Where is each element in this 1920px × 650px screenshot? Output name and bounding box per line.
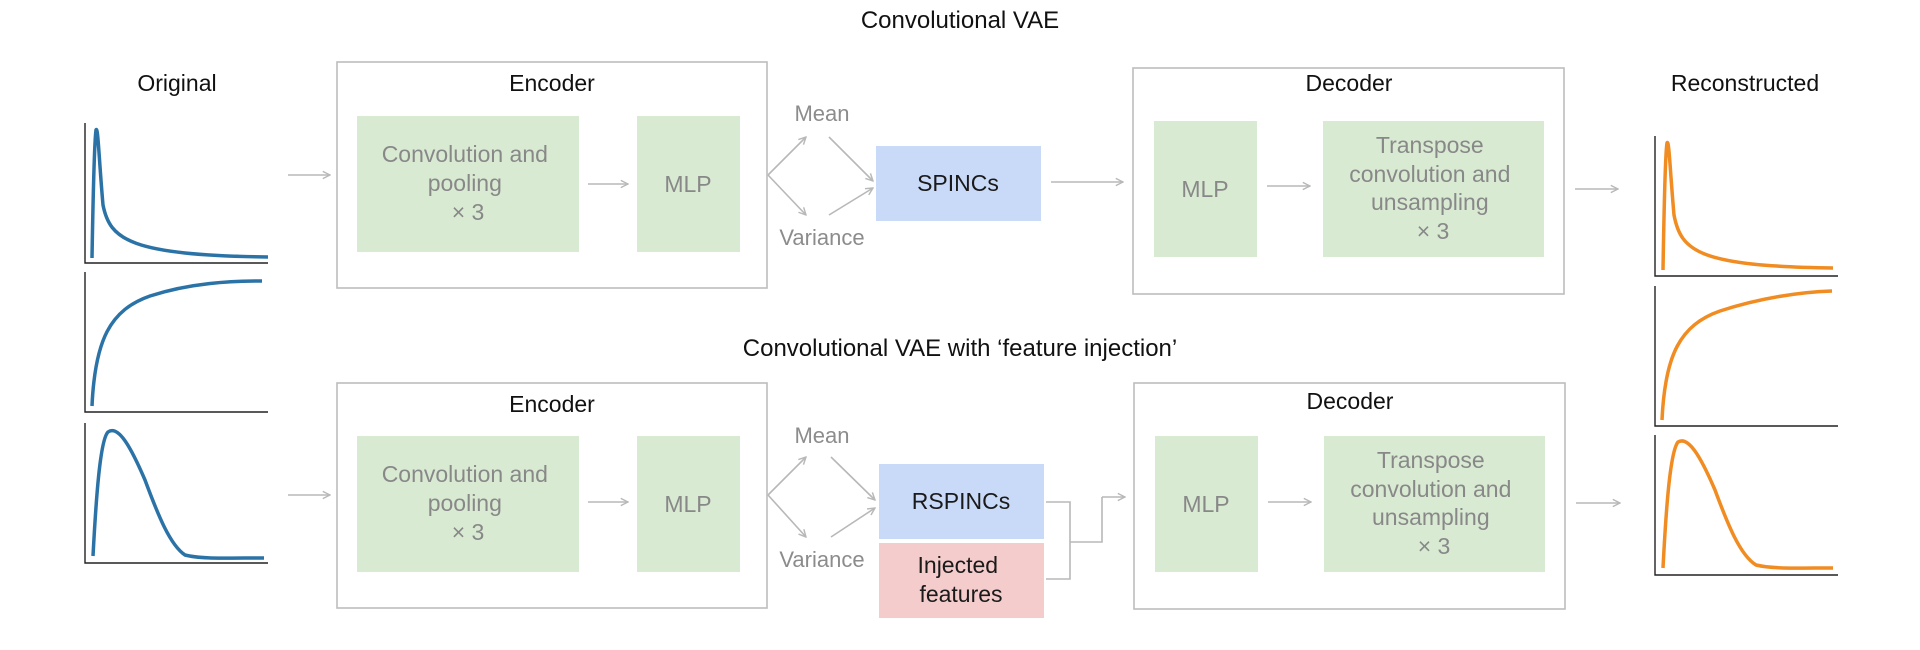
decoder-mlp-block-top xyxy=(1154,121,1257,257)
conv-pooling-block-top xyxy=(357,116,579,252)
transpose-conv-block-top xyxy=(1323,121,1544,257)
reconstructed-plot-2 xyxy=(1654,286,1838,427)
original-plot-2 xyxy=(84,272,268,413)
transpose-conv-label-bottom: Transpose convolution and unsampling × 3 xyxy=(1350,447,1518,559)
encoder-frame-bottom xyxy=(336,382,768,609)
encoder-title-bottom: Encoder xyxy=(509,391,595,417)
decoder-frame-bottom xyxy=(1133,382,1566,610)
encoder-frame-top xyxy=(336,61,768,289)
original-label: Original xyxy=(137,70,216,96)
conv-pooling-label-top: Convolution and pooling × 3 xyxy=(382,141,555,225)
reconstructed-plot-3-axes xyxy=(1654,435,1838,576)
original-plot-1-axes xyxy=(84,123,268,264)
decoder-mlp-label-top: MLP xyxy=(1181,176,1228,202)
reconstructed-curve-3 xyxy=(1661,439,1834,570)
arrow-mean-to-rspincs xyxy=(830,456,875,500)
transpose-conv-block-bottom xyxy=(1324,436,1545,572)
reconstructed-label: Reconstructed xyxy=(1671,70,1819,96)
rspincs-label: RSPINCs xyxy=(912,488,1010,514)
encoder-mlp-block-top xyxy=(637,116,740,252)
original-plot-3 xyxy=(84,423,268,564)
original-plot-1 xyxy=(84,123,269,264)
decoder-mlp-label-bottom: MLP xyxy=(1182,491,1229,517)
original-curve-2 xyxy=(90,279,263,407)
arrow-to-mean-top xyxy=(767,137,806,176)
conv-pooling-block-bottom xyxy=(357,436,579,572)
encoder-mlp-block-bottom xyxy=(637,436,740,572)
merge-connector xyxy=(1046,497,1103,580)
variance-label-top: Variance xyxy=(779,225,864,250)
rspincs-block xyxy=(879,464,1044,539)
arrow-to-variance-top xyxy=(767,174,806,215)
spincs-block xyxy=(876,146,1041,221)
original-plot-2-axes xyxy=(84,272,268,413)
reconstructed-plot-1 xyxy=(1654,136,1838,277)
original-curve-1 xyxy=(90,127,269,259)
reconstructed-plot-3 xyxy=(1654,435,1838,576)
original-plot-3-axes xyxy=(84,423,268,564)
decoder-title-top: Decoder xyxy=(1306,70,1393,96)
original-curve-3 xyxy=(91,428,265,560)
decoder-mlp-block-bottom xyxy=(1155,436,1258,572)
encoder-mlp-label-bottom: MLP xyxy=(664,491,711,517)
reconstructed-curve-2 xyxy=(1660,289,1833,421)
decoder-frame-top xyxy=(1132,67,1565,295)
arrow-to-mean-bottom xyxy=(767,457,806,496)
mean-label-bottom: Mean xyxy=(794,423,849,448)
conv-pooling-label-bottom: Convolution and pooling × 3 xyxy=(382,461,555,545)
reconstructed-plot-1-axes xyxy=(1654,136,1838,277)
injected-features-block xyxy=(879,543,1044,618)
injected-features-label: Injected features xyxy=(918,552,1005,607)
arrow-mean-to-spincs xyxy=(828,136,873,181)
encoder-title-top: Encoder xyxy=(509,70,595,96)
encoder-mlp-label-top: MLP xyxy=(664,171,711,197)
decoder-title-bottom: Decoder xyxy=(1307,388,1394,414)
title-vae-feature-injection: Convolutional VAE with ‘feature injectio… xyxy=(743,335,1177,362)
reconstructed-curve-1 xyxy=(1661,140,1834,271)
arrow-variance-to-spincs xyxy=(828,188,873,216)
mean-label-top: Mean xyxy=(794,101,849,126)
transpose-conv-label-top: Transpose convolution and unsampling × 3 xyxy=(1349,132,1517,244)
variance-label-bottom: Variance xyxy=(779,547,864,572)
spincs-label: SPINCs xyxy=(917,170,999,196)
title-convolutional-vae: Convolutional VAE xyxy=(861,7,1059,34)
arrow-to-variance-bottom xyxy=(767,494,806,537)
reconstructed-plot-2-axes xyxy=(1654,286,1838,427)
arrow-variance-to-rspincs xyxy=(830,508,875,538)
